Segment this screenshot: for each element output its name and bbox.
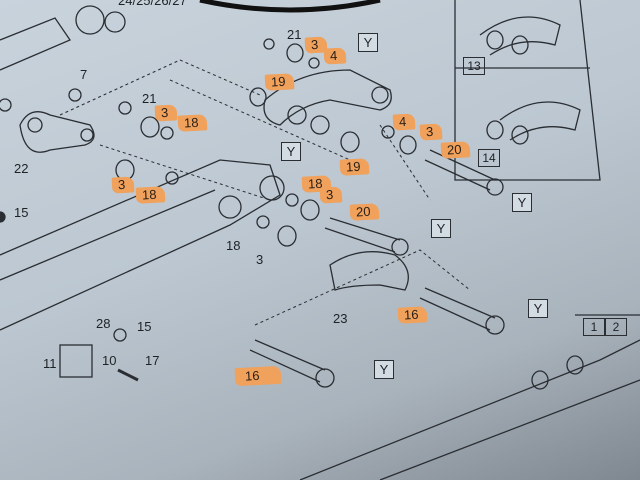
cylinder-eye (75, 5, 105, 35)
part-label: 22 (14, 161, 29, 176)
part-label: 23 (333, 311, 348, 326)
reference-marker-y: Y (528, 299, 548, 318)
highlighted-label: 3 (319, 186, 343, 204)
pin-16-left (249, 339, 326, 383)
boom-arm (0, 159, 281, 331)
highlighted-label: 3 (111, 176, 135, 194)
reference-marker-y: Y (281, 142, 301, 161)
part-label: 28 (96, 316, 111, 331)
washer (104, 11, 126, 33)
part-label: 18 (226, 238, 241, 253)
highlighted-label: 18 (135, 186, 166, 204)
bolt-17 (117, 368, 139, 382)
lower-arm (299, 339, 640, 480)
o-ring-shadow (199, 0, 381, 13)
part-label: 21 (287, 27, 302, 42)
link-23 (329, 251, 409, 291)
part-label: 24/25/26/27 (118, 0, 187, 8)
highlighted-label: 4 (392, 113, 416, 131)
pin-20-lower (324, 217, 401, 253)
highlighted-label: 3 (154, 104, 178, 122)
highlighted-label: 19 (264, 73, 295, 91)
pin-16-right (419, 287, 496, 331)
highlighted-label: 20 (440, 141, 471, 159)
part-label: 10 (102, 353, 117, 368)
highlighted-label: 4 (323, 47, 347, 65)
inset-label: 13 (463, 57, 485, 75)
fitting-15 (113, 328, 127, 342)
block-11 (59, 344, 93, 378)
page-box: 1 (583, 318, 605, 336)
part-label: 21 (142, 91, 157, 106)
part-label: 3 (256, 252, 264, 267)
highlighted-label: 16 (234, 365, 282, 387)
highlighted-label: 19 (339, 158, 370, 176)
reference-marker-y: Y (374, 360, 394, 379)
rocker-link (263, 69, 392, 126)
highlighted-label: 3 (419, 123, 443, 141)
part-label: 15 (14, 205, 29, 220)
reference-marker-y: Y (431, 219, 451, 238)
nut-7 (68, 88, 82, 102)
cylinder-body (0, 17, 71, 71)
link-22 (19, 111, 95, 153)
reference-marker-y: Y (512, 193, 532, 212)
part-label: 15 (137, 319, 152, 334)
part-label: 11 (43, 356, 57, 371)
boom-pivot (259, 175, 285, 201)
part-label: 7 (80, 67, 88, 82)
reference-marker-y: Y (358, 33, 378, 52)
part-label: 17 (145, 353, 160, 368)
inset-label: 14 (478, 149, 500, 167)
inset-parts (479, 16, 584, 390)
inset-frame (454, 0, 601, 181)
highlighted-label: 16 (397, 306, 428, 324)
circlips (118, 38, 395, 229)
highlighted-label: 20 (349, 203, 380, 221)
page-box: 2 (605, 318, 627, 336)
highlighted-label: 18 (177, 114, 208, 132)
